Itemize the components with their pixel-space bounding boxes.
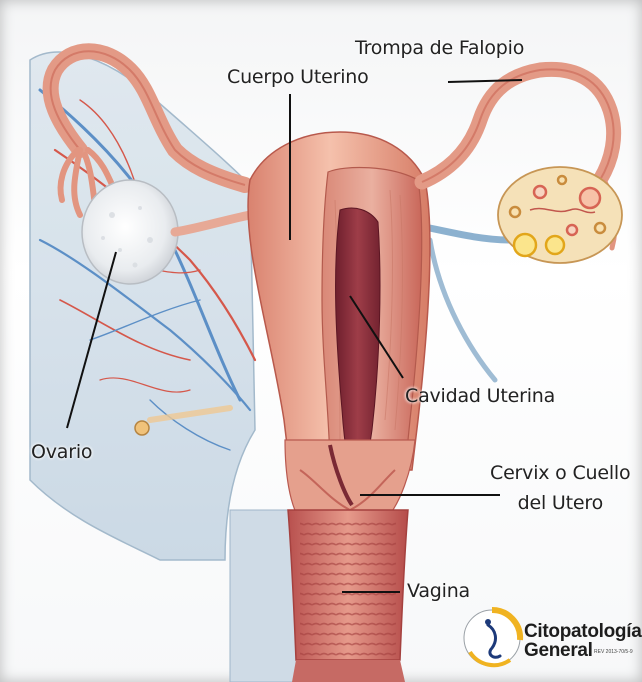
label-cervix-line2: del Utero bbox=[490, 492, 603, 515]
logo-title-line2: General bbox=[524, 640, 593, 662]
label-uterine-body: Cuerpo Uterino bbox=[227, 66, 369, 89]
label-uterine-cavity: Cavidad Uterina bbox=[405, 385, 555, 408]
label-ovary: Ovario bbox=[31, 441, 92, 464]
logo-emblem bbox=[464, 610, 520, 666]
left-ovary bbox=[82, 180, 178, 284]
label-vagina: Vagina bbox=[407, 580, 470, 603]
label-fallopian-tube: Trompa de Falopio bbox=[355, 37, 524, 60]
cervix bbox=[285, 440, 415, 520]
label-cervix-line1: Cervix o Cuello bbox=[490, 462, 627, 485]
logo-small-text: REV 2013-70/5-9 bbox=[594, 649, 633, 655]
